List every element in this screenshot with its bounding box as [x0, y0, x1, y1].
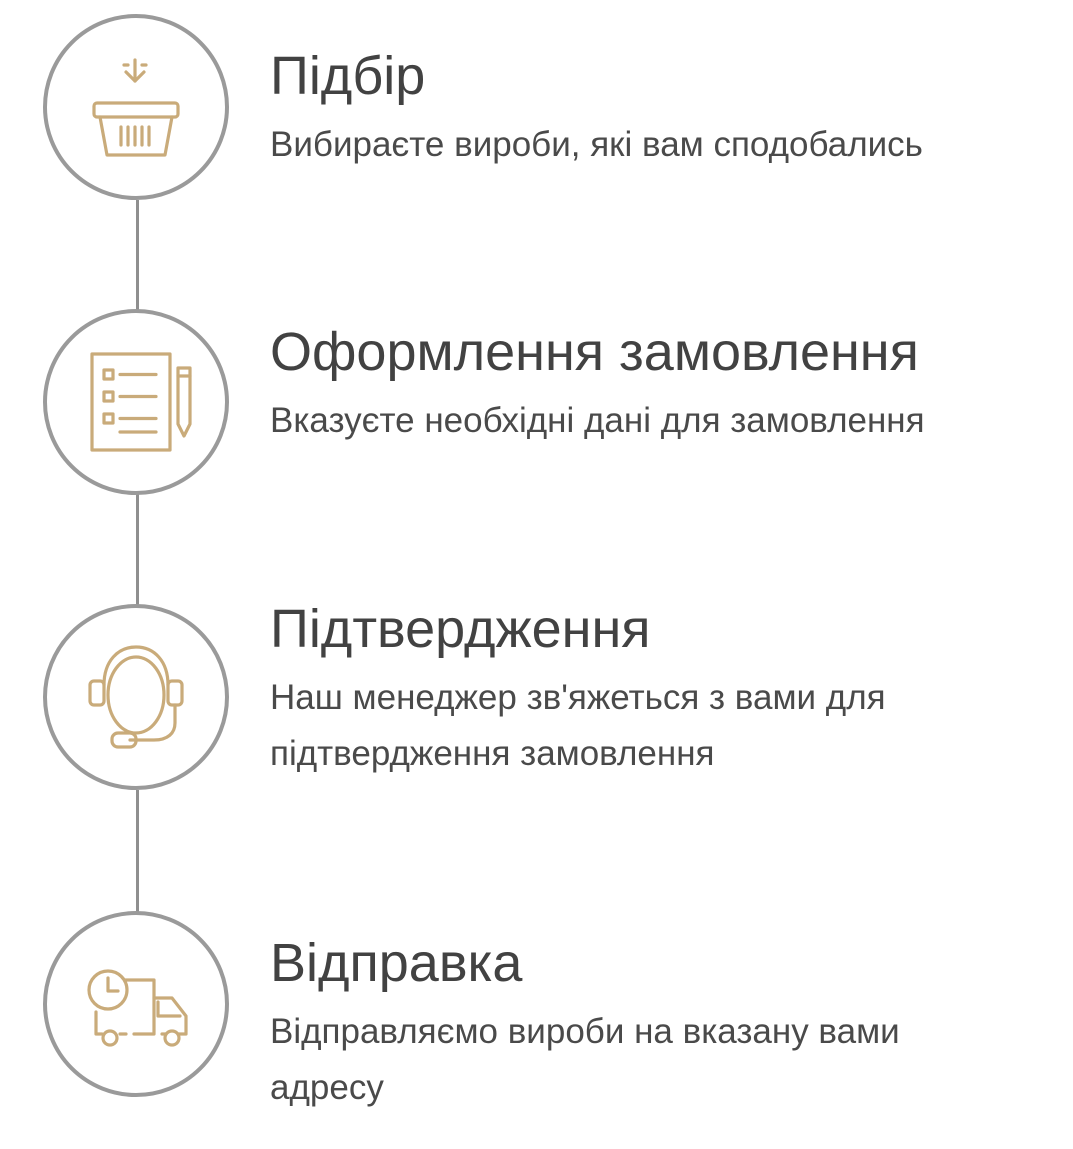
step-icon-circle — [43, 911, 229, 1097]
step-description: Вказуєте необхідні дані для замовлення — [270, 401, 925, 440]
timeline-connector — [136, 790, 139, 912]
step-title: Оформлення замовлення — [270, 322, 919, 382]
order-form-icon — [90, 352, 192, 452]
step-icon-circle — [43, 14, 229, 200]
step-description: Відправляємо вироби на вказану вами адре… — [270, 1012, 900, 1107]
step-icon-circle — [43, 604, 229, 790]
basket-icon — [92, 58, 180, 157]
timeline-connector — [136, 494, 139, 606]
timeline-connector — [136, 200, 139, 310]
step-title: Відправка — [270, 933, 523, 993]
step-title: Підбір — [270, 46, 426, 106]
step-description: Вибираєте вироби, які вам сподобались — [270, 125, 923, 164]
step-title: Підтвердження — [270, 599, 651, 659]
step-description: Наш менеджер зв'яжеться з вами для підтв… — [270, 678, 886, 773]
headset-icon — [88, 645, 184, 749]
step-icon-circle — [43, 309, 229, 495]
delivery-truck-icon — [87, 969, 188, 1047]
